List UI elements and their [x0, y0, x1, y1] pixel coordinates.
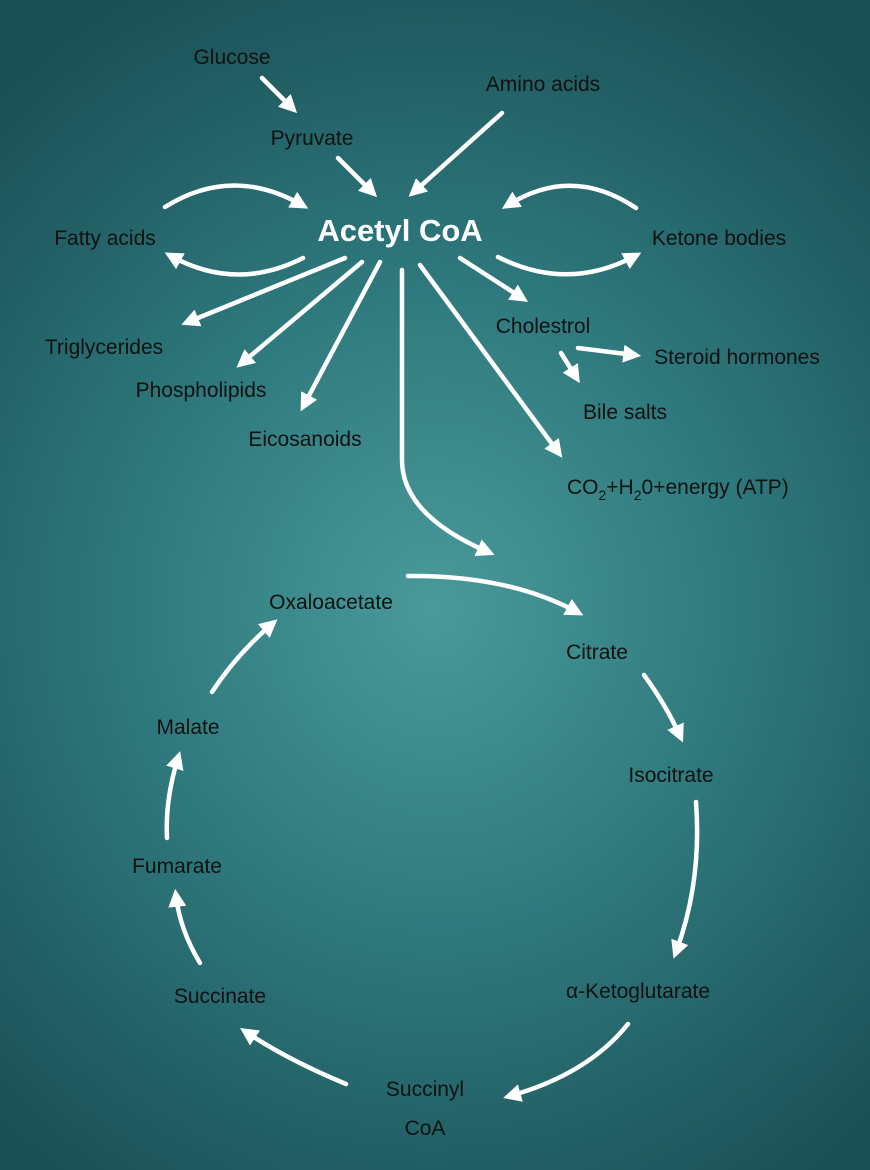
- phospholipids-label: Phospholipids: [136, 379, 267, 402]
- succinate-label: Succinate: [174, 985, 266, 1008]
- arrow-to-energy: [417, 262, 563, 458]
- glucose-label: Glucose: [193, 46, 270, 69]
- arrow-ketone-to-acetylcoa: [501, 183, 639, 211]
- arrow-ketoglutarate-succinylcoa: [503, 1021, 631, 1102]
- pyruvate-label: Pyruvate: [271, 127, 354, 150]
- succinyl-label: Succinyl: [386, 1078, 464, 1101]
- arrow-acetylcoa-to-cycle: [399, 267, 495, 556]
- arrow-cholestrol-bilesalts: [558, 350, 580, 384]
- arrow-isocitrate-ketoglutarate: [671, 799, 700, 959]
- cholestrol-label: Cholestrol: [496, 315, 591, 338]
- amino-acids-label: Amino acids: [486, 73, 600, 96]
- energy-h: +H: [606, 476, 633, 499]
- energy-co: CO: [567, 476, 599, 499]
- arrow-fumarate-malate: [164, 751, 184, 841]
- arrow-to-eicosanoids: [300, 259, 383, 412]
- arrow-glucose-pyruvate: [259, 75, 298, 114]
- bile-salts-label: Bile salts: [583, 401, 667, 424]
- arrow-succinate-fumarate: [168, 888, 203, 966]
- ketone-bodies-label: Ketone bodies: [652, 227, 786, 250]
- citrate-label: Citrate: [566, 641, 628, 664]
- energy-label: CO2+H20+energy (ATP): [567, 476, 789, 503]
- triglycerides-label: Triglycerides: [45, 336, 163, 359]
- ketoglutarate-label: α-Ketoglutarate: [566, 980, 710, 1003]
- energy-sub1: 2: [599, 487, 607, 503]
- oxaloacetate-label: Oxaloacetate: [269, 591, 393, 614]
- arrow-acetylcoa-to-ketone: [495, 252, 642, 277]
- energy-rest: 0+energy (ATP): [642, 476, 789, 499]
- isocitrate-label: Isocitrate: [628, 764, 713, 787]
- output-arrows: [181, 255, 642, 556]
- eicosanoids-label: Eicosanoids: [248, 428, 361, 451]
- arrow-fattyacids-to-acetylcoa: [162, 183, 309, 210]
- fatty-acids-label: Fatty acids: [54, 227, 156, 250]
- steroid-hormones-label: Steroid hormones: [654, 346, 820, 369]
- malate-label: Malate: [156, 716, 219, 739]
- arrow-malate-oxaloacetate: [209, 619, 278, 695]
- arrow-cholestrol-steroids: [575, 344, 642, 363]
- input-arrows: [259, 75, 505, 198]
- arrow-acetylcoa-to-fattyacids: [164, 252, 306, 277]
- arrow-succinylcoa-succinate: [240, 1028, 349, 1087]
- fumarate-label: Fumarate: [132, 855, 222, 878]
- cycle-arrows: [164, 573, 700, 1102]
- arrow-to-cholestrol: [457, 255, 529, 302]
- arrow-oxaloacetate-citrate: [405, 573, 584, 616]
- side-arrows: [162, 183, 642, 277]
- arrow-pyruvate-acetylcoa: [335, 155, 378, 198]
- acetyl-coa-label: Acetyl CoA: [317, 213, 482, 248]
- arrow-aminoacids-acetylcoa: [408, 110, 505, 197]
- arrow-to-phospholipids: [236, 259, 365, 368]
- labels: Acetyl CoA Glucose Pyruvate Amino acids …: [45, 46, 820, 1140]
- energy-sub2: 2: [634, 487, 642, 503]
- arrow-to-triglycerides: [181, 255, 348, 327]
- arrow-citrate-isocitrate: [641, 672, 684, 743]
- coa-label: CoA: [405, 1117, 446, 1140]
